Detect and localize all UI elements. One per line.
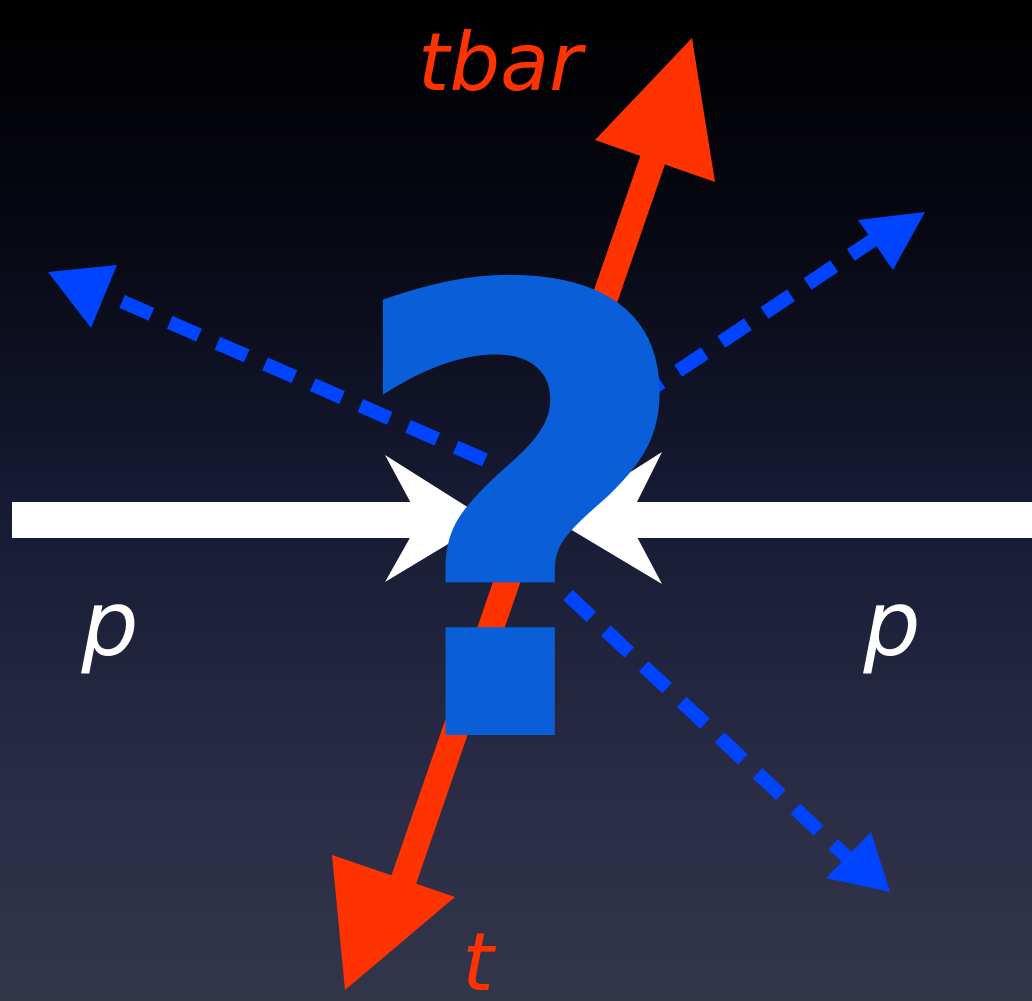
upper-left-arrowhead-icon bbox=[48, 265, 117, 328]
right-proton-beam bbox=[612, 502, 1032, 538]
top-label: t bbox=[462, 916, 496, 1001]
top-arrowhead-icon bbox=[332, 855, 455, 990]
dashed-line-lower-right bbox=[563, 589, 855, 866]
dashed-line-upper-left bbox=[102, 287, 488, 467]
top-quark-line bbox=[382, 105, 683, 910]
antitop-arrowhead-icon bbox=[595, 38, 715, 182]
upper-right-arrowhead-icon bbox=[858, 212, 925, 270]
question-mark-icon: ? bbox=[340, 161, 700, 882]
antitop-label: tbar bbox=[418, 16, 587, 109]
right-beam-arrowhead-icon bbox=[555, 452, 662, 584]
left-proton-label: p bbox=[80, 572, 138, 677]
proton-beams bbox=[12, 452, 1032, 584]
right-proton-label: p bbox=[862, 572, 920, 677]
left-proton-beam bbox=[12, 502, 432, 538]
lower-right-arrowhead-icon bbox=[826, 832, 890, 892]
left-beam-arrowhead-icon bbox=[385, 455, 488, 582]
top-antitop-line bbox=[332, 38, 715, 990]
unknown-products bbox=[48, 212, 925, 892]
